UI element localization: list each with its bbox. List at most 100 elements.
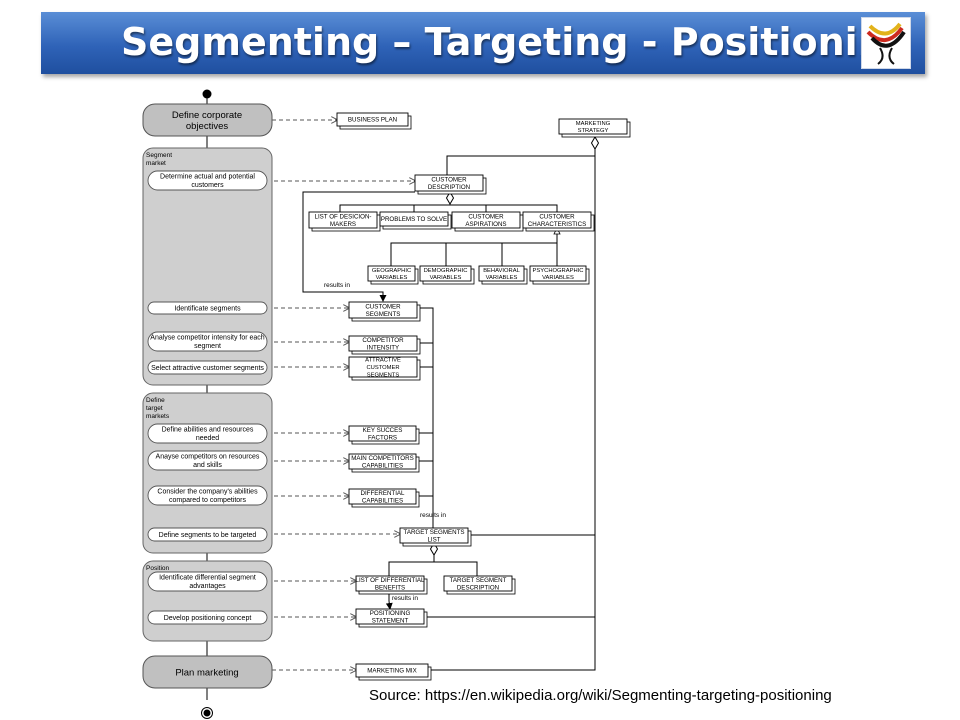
target_segments_list-object-text: LIST <box>427 537 440 544</box>
target-branch-right <box>434 561 478 576</box>
psychographic-object-text: PSYCHOGRAPHIC <box>533 268 584 274</box>
marketing_mix-object-text: MARKETING MIX <box>367 668 417 675</box>
a7-activity-text: Consider the company's abilities <box>157 489 258 496</box>
customer_description-object-text: DESCRIPTION <box>428 184 470 191</box>
customer_aspirations-object-text: ASPIRATIONS <box>465 221 506 228</box>
differential_capabilities-object <box>348 488 417 505</box>
business_plan-object-text: BUSINESS PLAN <box>348 117 397 124</box>
differential_capabilities-object-text: DIFFERENTIAL <box>360 490 405 497</box>
a2-activity-text: Identificate segments <box>174 305 241 312</box>
segment-group-label: Segment <box>146 152 172 159</box>
segment-group-label: market <box>146 160 166 167</box>
title-banner: Segmenting – Targeting - Positioning <box>41 12 925 74</box>
key_success-object-text: KEY SUCCES <box>363 427 403 434</box>
competitor_intensity-object-text: INTENSITY <box>367 345 399 352</box>
customer_segments-object-text: CUSTOMER <box>365 303 401 310</box>
a2-activity <box>147 301 268 315</box>
a7-activity <box>147 485 268 506</box>
segment-group <box>142 147 273 386</box>
competitor_intensity-object <box>348 335 418 352</box>
target_segments_list-object-text: TARGET SEGMENTS <box>404 529 465 536</box>
psychographic-object-text: VARIABLES <box>542 275 574 281</box>
a8-activity <box>147 527 268 542</box>
a6-activity-text: Anayse competitors on resources <box>156 454 260 461</box>
main_competitors-object <box>348 453 417 470</box>
define-objectives-text: objectives <box>186 121 228 132</box>
behavioral-object <box>478 265 525 282</box>
demographic-object <box>419 265 472 282</box>
desc-branch-line <box>339 197 451 212</box>
geographic-object <box>367 265 416 282</box>
attractive_segments-object-text: CUSTOMER <box>366 365 399 371</box>
customer_segments-object-text: SEGMENTS <box>366 311 401 318</box>
list_differential_benefits-object-text: LIST OF DIFFERENTIAL <box>356 577 426 584</box>
problems_to_solve-object <box>379 211 449 227</box>
positioning_statement-object-text: POSITIONING <box>370 610 411 617</box>
a10-activity <box>147 610 268 625</box>
key_success-object <box>348 425 417 442</box>
results-in-line-1 <box>302 191 415 302</box>
behavioral-object-text: VARIABLES <box>486 275 518 281</box>
geographic-object-text: VARIABLES <box>376 275 408 281</box>
geographic-object-text: GEOGRAPHIC <box>372 268 411 274</box>
list_differential_benefits-object <box>355 575 425 592</box>
problems_to_solve-object-text: PROBLEMS TO SOLVE <box>381 216 447 223</box>
target_segments_list-object <box>399 527 469 544</box>
strategy-to-customer-line <box>446 155 595 175</box>
target_segment_description-object-text: DESCRIPTION <box>457 585 499 592</box>
diagram-labels: SegmentmarketDefinetargetmarketsPosition… <box>146 110 611 679</box>
a5-activity <box>147 423 268 444</box>
list_decision_makers-object-text: LIST OF DESICION- <box>315 213 372 220</box>
competitor_intensity-object-text: COMPETITOR <box>362 337 404 344</box>
list_decision_makers-object <box>308 211 378 229</box>
results-in-label-1: results in <box>324 282 350 289</box>
a9-activity <box>147 571 268 592</box>
define-objectives-activity <box>142 103 273 137</box>
dna-helix-logo-icon <box>866 22 906 65</box>
position-group-label: Position <box>146 565 170 572</box>
attractive_segments-object-text: SEGMENTS <box>367 372 400 378</box>
desc-branch-characteristics <box>450 204 558 212</box>
customer_aspirations-object <box>451 211 521 229</box>
define-group-label: markets <box>146 413 170 420</box>
customer_characteristics-object-text: CUSTOMER <box>539 213 575 220</box>
attractive_segments-object <box>348 356 418 378</box>
target_segment_description-object <box>443 575 513 592</box>
a1-activity <box>147 170 268 191</box>
main_competitors-object-text: CAPABILITIES <box>362 463 403 470</box>
define-objectives-text: Define corporate <box>172 110 242 121</box>
char-branch-line <box>390 232 558 266</box>
marketing_strategy-object <box>558 118 628 135</box>
a7-activity-text: compared to competitors <box>169 497 247 504</box>
a6-activity <box>147 450 268 471</box>
plan-marketing-text: Plan marketing <box>175 667 238 678</box>
source-citation: Source: https://en.wikipedia.org/wiki/Se… <box>369 687 832 704</box>
list_decision_makers-object-text: MAKERS <box>330 221 356 228</box>
a9-activity-text: Identificate differential segment <box>159 575 256 582</box>
define-group-label: target <box>146 405 163 412</box>
demographic-object-text: DEMOGRAPHIC <box>424 268 468 274</box>
a8-activity-text: Define segments to be targeted <box>159 532 257 539</box>
customer-description-diamond <box>445 191 455 205</box>
customer_characteristics-object <box>522 211 592 229</box>
a3-activity <box>147 331 268 352</box>
marketing_strategy-object-text: STRATEGY <box>578 128 609 134</box>
marketing_strategy-object-text: MARKETING <box>576 121 611 127</box>
target_segment_description-object-text: TARGET SEGMENT <box>450 577 507 584</box>
a10-activity-text: Develop positioning concept <box>164 615 252 622</box>
diagram-shapes <box>142 89 631 719</box>
business_plan-object <box>336 112 409 127</box>
define-group-label: Define <box>146 397 165 404</box>
customer_characteristics-object-text: CHARACTERISTICS <box>528 221 586 228</box>
a5-activity-text: Define abilities and resources <box>162 427 254 434</box>
marketing_mix-object <box>355 663 429 678</box>
plan-marketing-activity <box>142 655 273 689</box>
a1-activity-text: customers <box>191 182 224 189</box>
a9-activity-text: advantages <box>189 583 226 590</box>
positioning_statement-object-text: STATEMENT <box>372 618 409 625</box>
target-branch-left <box>388 555 435 576</box>
customer_description-object-text: CUSTOMER <box>431 176 467 183</box>
start-node <box>202 89 212 99</box>
a4-activity-text: Select attractive customer segments <box>151 365 264 372</box>
